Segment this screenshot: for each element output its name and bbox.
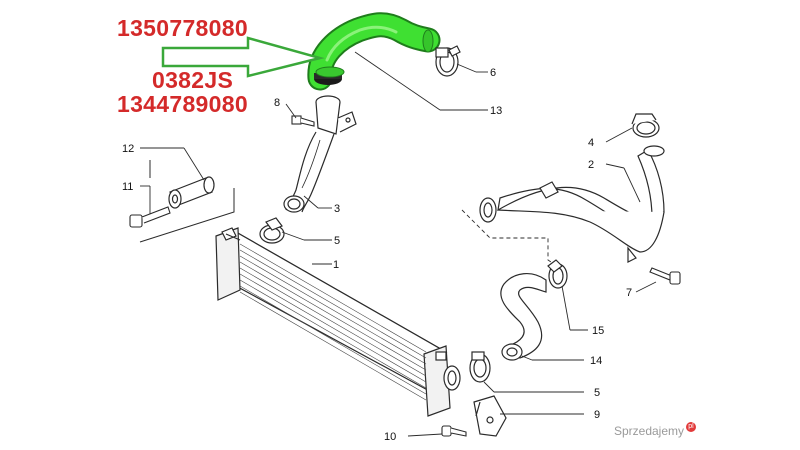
hose-part-14 bbox=[500, 273, 547, 361]
callout-5-lower: 5 bbox=[594, 387, 600, 399]
pipe-part-2 bbox=[461, 145, 665, 269]
watermark-badge-icon: pl bbox=[686, 422, 696, 432]
watermark-text: Sprzedajemy bbox=[613, 424, 684, 438]
callout-9: 9 bbox=[594, 409, 600, 421]
bolt-part-11 bbox=[129, 206, 171, 228]
callout-12: 12 bbox=[122, 143, 134, 155]
callout-6: 6 bbox=[490, 67, 496, 79]
callout-4: 4 bbox=[588, 137, 594, 149]
leader-lines bbox=[140, 51, 657, 437]
callout-8: 8 bbox=[274, 97, 280, 109]
callout-14: 14 bbox=[590, 355, 602, 367]
callout-1: 1 bbox=[333, 259, 339, 271]
callout-13: 13 bbox=[490, 105, 502, 117]
part-code-2: 0382JS bbox=[152, 67, 234, 93]
part-code-1: 1350778080 bbox=[117, 15, 248, 41]
callout-10: 10 bbox=[384, 431, 396, 443]
sleeve-part-12 bbox=[168, 176, 215, 209]
bolt-part-10 bbox=[441, 425, 467, 437]
clamp-part-6 bbox=[435, 45, 461, 77]
pipe-part-3 bbox=[283, 95, 357, 213]
callout-11: 11 bbox=[122, 181, 133, 193]
bolt-part-7 bbox=[649, 267, 681, 285]
callout-7: 7 bbox=[626, 287, 632, 299]
callout-3: 3 bbox=[334, 203, 340, 215]
intercooler-part-1 bbox=[215, 227, 461, 417]
callout-2: 2 bbox=[588, 159, 594, 171]
highlighted-hose-part-13 bbox=[307, 12, 441, 91]
clamp-part-5-lower bbox=[469, 351, 491, 383]
bracket-outline bbox=[139, 160, 235, 243]
bolt-part-8 bbox=[291, 115, 315, 127]
callout-15: 15 bbox=[592, 325, 604, 337]
clamp-part-4 bbox=[631, 113, 660, 138]
callout-5-upper: 5 bbox=[334, 235, 340, 247]
bracket-part-9 bbox=[473, 395, 507, 437]
callout-numbers: 1 2 3 4 5 5 6 7 8 9 10 11 12 13 14 15 bbox=[122, 67, 632, 443]
pointer-arrow bbox=[161, 36, 325, 78]
part-code-3: 1344789080 bbox=[117, 91, 248, 117]
clamp-part-15 bbox=[547, 259, 568, 289]
watermark: Sprzedajemy pl bbox=[613, 422, 696, 438]
clamp-part-5-upper bbox=[259, 217, 285, 244]
